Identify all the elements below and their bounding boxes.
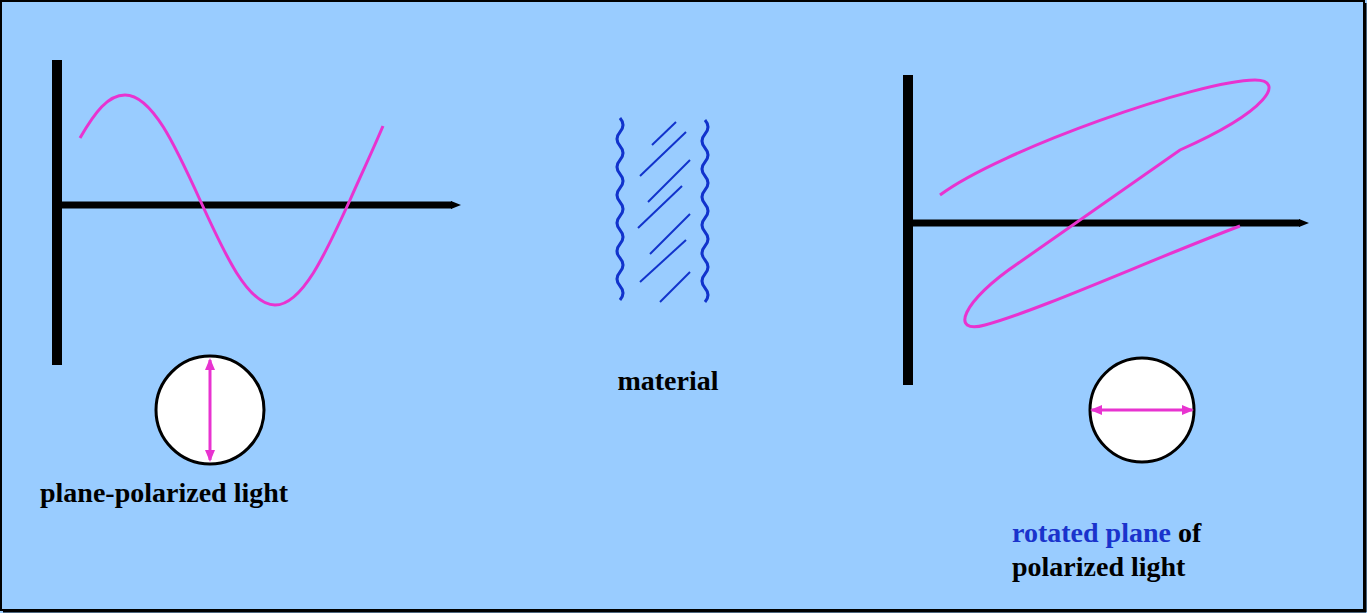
polarization-arrow [1092,409,1192,412]
polarization-circle [1090,358,1194,462]
axis-bar [52,60,62,365]
polarization-arrow [209,360,212,460]
material-label: material [598,364,738,398]
propagation-axis [62,202,452,209]
material-edge [702,120,708,302]
material-edge [617,118,623,300]
caption-group: rotated planeof polarized light [1012,516,1274,583]
caption-label: plane-polarized light [40,476,400,510]
highlight-label: rotated plane [1012,517,1171,548]
polarization-circle [156,356,264,464]
frame-shadow [1364,3,1367,612]
material-hatching [638,122,690,302]
rotated-wave [940,80,1269,327]
axis-bar [903,75,913,385]
propagation-axis [913,220,1300,227]
light-wave [80,95,383,305]
frame-shadow [3,610,1366,613]
